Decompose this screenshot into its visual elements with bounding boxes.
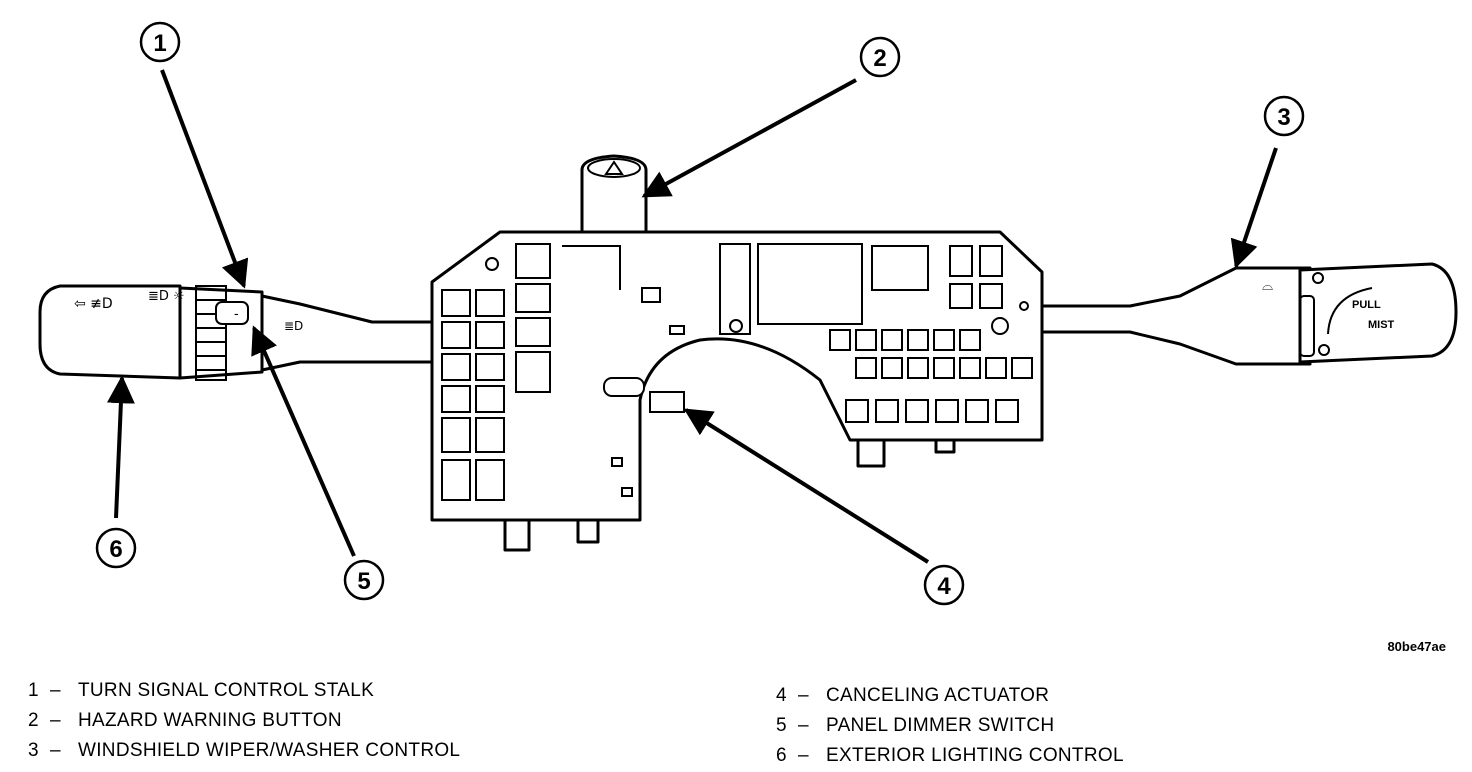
legend-item-4: 4–CANCELING ACTUATOR (776, 681, 1124, 711)
legend-dash: – (50, 740, 61, 761)
wiper-control-face (1299, 272, 1373, 357)
callout-2: 2 (859, 36, 901, 78)
callout-6: 6 (95, 527, 137, 569)
wiper-pull-label: PULL (1352, 299, 1381, 311)
svg-text:⇦ ≢D: ⇦ ≢D (74, 296, 113, 312)
leader-arrows (106, 69, 1278, 564)
svg-text:≣D ☼: ≣D ☼ (148, 289, 185, 304)
legend-number: 1 (28, 680, 39, 701)
legend-number: 3 (28, 740, 39, 761)
headlamp-icons: ⇦ ≢D ≣D ☼ ≣D (74, 289, 303, 333)
legend-number: 4 (776, 685, 787, 706)
leader-1 (160, 69, 249, 289)
svg-text:5: 5 (357, 568, 370, 595)
svg-text:-: - (234, 305, 239, 321)
svg-text:4: 4 (937, 573, 951, 600)
svg-text:1: 1 (153, 30, 166, 57)
legend-left-column: 1–TURN SIGNAL CONTROL STALK 2–HAZARD WAR… (28, 676, 460, 766)
legend-dash: – (50, 680, 61, 701)
leader-5 (251, 325, 356, 557)
legend-dash: – (798, 745, 809, 766)
legend-text: WINDSHIELD WIPER/WASHER CONTROL (78, 740, 461, 761)
legend-right-column: 4–CANCELING ACTUATOR 5–PANEL DIMMER SWIT… (776, 681, 1124, 771)
legend-item-1: 1–TURN SIGNAL CONTROL STALK (28, 676, 460, 706)
wiper-symbol-icon: ⌓ (1262, 278, 1273, 294)
legend-number: 2 (28, 710, 39, 731)
svg-text:6: 6 (109, 536, 122, 563)
callout-1: 1 (139, 21, 181, 63)
wiper-mist-label: MIST (1368, 319, 1395, 331)
wiper-washer-stalk (1040, 262, 1458, 366)
legend-item-2: 2–HAZARD WARNING BUTTON (28, 706, 460, 736)
multifunction-switch-illustration: - ⇦ ≢D ≣D ☼ ≣D PULL MIST ⌓ 1 2 3 (38, 21, 1458, 606)
housing-grid-detail (441, 243, 1033, 501)
legend-item-5: 5–PANEL DIMMER SWITCH (776, 711, 1124, 741)
legend-dash: – (798, 715, 809, 736)
svg-text:2: 2 (873, 45, 886, 72)
figure-id: 80be47ae (1387, 639, 1446, 654)
legend-text: CANCELING ACTUATOR (826, 685, 1050, 706)
lighting-control-ring (195, 285, 227, 381)
svg-text:≣D: ≣D (284, 319, 303, 333)
switch-housing (430, 154, 1044, 552)
callout-5: 5 (343, 559, 385, 601)
legend-number: 6 (776, 745, 787, 766)
legend-item-3: 3–WINDSHIELD WIPER/WASHER CONTROL (28, 736, 460, 766)
hazard-triangle-icon (587, 158, 641, 178)
leader-2 (641, 78, 857, 198)
leader-4 (683, 408, 930, 564)
turn-signal-stalk (38, 284, 434, 380)
legend-number: 5 (776, 715, 787, 736)
legend-text: HAZARD WARNING BUTTON (78, 710, 342, 731)
callout-3: 3 (1263, 95, 1305, 137)
legend-text: EXTERIOR LIGHTING CONTROL (826, 745, 1124, 766)
svg-text:3: 3 (1277, 104, 1290, 131)
legend-text: PANEL DIMMER SWITCH (826, 715, 1055, 736)
leader-3 (1230, 147, 1278, 269)
canceling-actuator (603, 377, 685, 413)
panel-dimmer-thumbwheel: - (215, 301, 249, 325)
legend-dash: – (50, 710, 61, 731)
callout-4: 4 (923, 564, 965, 606)
legend-dash: – (798, 685, 809, 706)
legend-text: TURN SIGNAL CONTROL STALK (78, 680, 375, 701)
leader-6 (106, 375, 135, 519)
legend-item-6: 6–EXTERIOR LIGHTING CONTROL (776, 741, 1124, 771)
